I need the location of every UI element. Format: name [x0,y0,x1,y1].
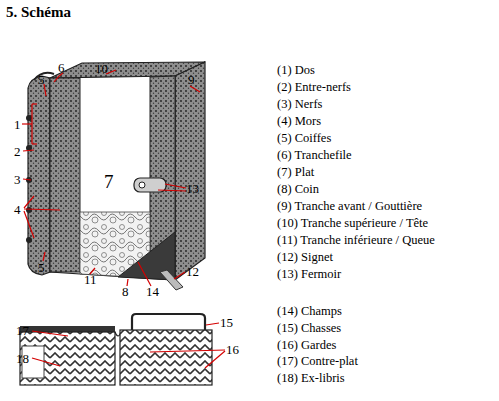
part-name: (7) Plat [277,166,314,179]
part-name: (8) Coin [277,183,319,196]
part-name: (2) Entre-nerfs [277,81,351,94]
leader-line [24,211,34,238]
callout-number: 4 [14,203,21,216]
callout-number: 7 [104,172,114,191]
raised-band [26,207,32,213]
front-cover [50,76,175,280]
callout-number: 9 [188,73,195,86]
leader-line [43,252,45,261]
leader-line [32,358,60,366]
callout-number: 12 [186,265,199,278]
cover-leather [50,78,80,272]
callout-number: 18 [16,352,29,365]
raised-band [26,115,32,121]
spine [28,76,50,275]
part-name: (10) Tranche supérieure / Tête [277,217,428,230]
callout-number: 1 [14,118,21,131]
part-name: (15) Chasses [277,322,341,335]
bracket [31,104,32,144]
ribbon [160,270,183,290]
callout-number: 5 [38,261,45,274]
leader-line [190,86,200,92]
callout-number: 17 [16,324,29,337]
diagram-title: 5. Schéma [6,5,71,20]
leader-line [23,150,34,151]
raised-band [26,237,32,243]
callout-number: 15 [220,316,233,329]
leader-line [22,123,32,124]
closed-book [26,62,205,290]
callout-number: 6 [58,61,65,74]
part-name: (4) Mors [277,115,321,128]
callout-number: 14 [146,285,159,298]
callout-number: 3 [14,173,21,186]
open-book [20,314,212,385]
part-name: (9) Tranche avant / Gouttière [277,200,422,213]
bracket [32,103,37,104]
part-name: (11) Tranche inférieure / Queue [277,234,435,247]
part-name: (6) Tranchefile [277,149,352,162]
part-name: (13) Fermoir [277,268,341,281]
callout-number: 13 [186,182,199,195]
leader-line [158,190,186,191]
part-name: (12) Signet [277,251,333,264]
callout-number: 16 [226,343,239,356]
clasp-rivet [139,182,145,188]
part-name: (3) Nerfs [277,98,322,111]
leader-line [138,262,151,286]
leader-line [165,184,186,188]
endpaper [120,330,212,385]
leader-line [23,179,31,180]
part-name: (16) Gardes [277,339,336,352]
leader-line [32,331,68,336]
leader-line [206,323,219,325]
leader-line [24,196,34,208]
leader-line [150,350,225,352]
part-name: (18) Ex-libris [277,372,345,385]
part-name: (1) Dos [277,64,315,77]
fore-edge [175,62,205,280]
board-overhang [132,314,205,330]
pastedown [20,332,115,385]
callout-number: 5 [38,73,45,86]
bracket [32,143,37,144]
callout-number: 10 [95,62,108,75]
leader-line [174,272,185,279]
part-name: (5) Coiffes [277,132,331,145]
callout-number: 2 [14,145,21,158]
callout-number: 8 [122,285,129,298]
part-name: (14) Champs [277,305,342,318]
leader-line [54,73,63,82]
leader-line [205,351,225,368]
leader-lines [22,70,225,368]
callout-number: 11 [84,273,97,286]
leader-line [24,209,60,210]
part-name: (17) Contre-plat [277,355,358,368]
